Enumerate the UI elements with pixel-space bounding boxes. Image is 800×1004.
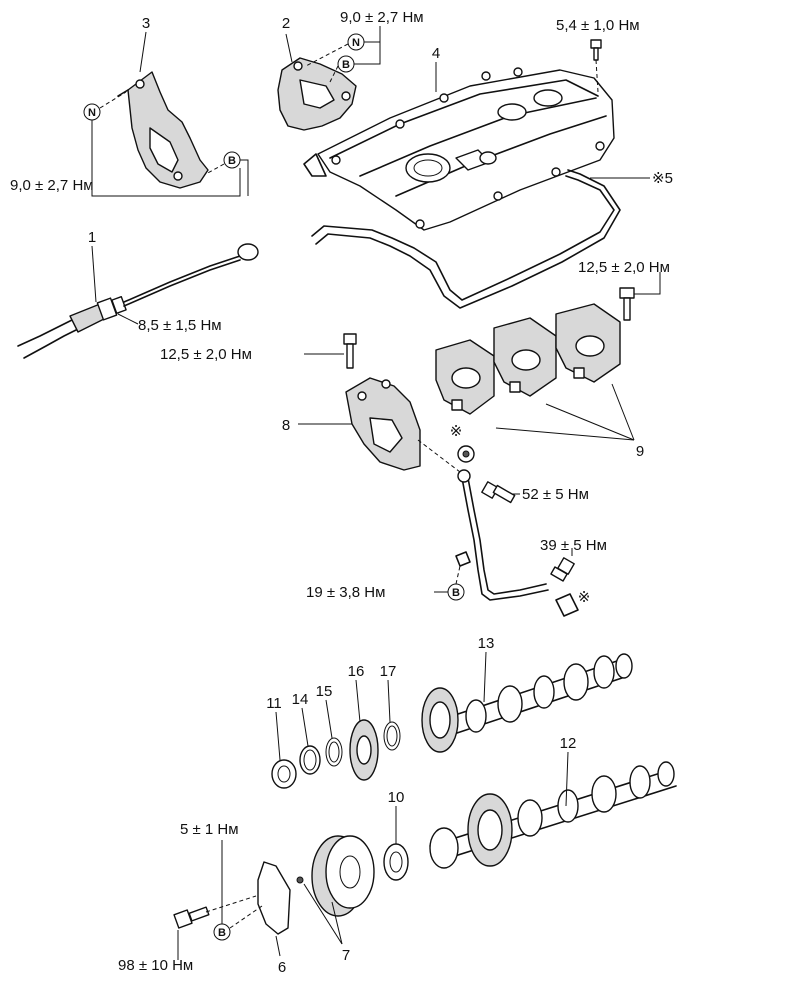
cable-part-1 (17, 243, 259, 359)
label-16: 16 (348, 663, 365, 680)
ring-part-15 (325, 737, 343, 767)
label-6: 6 (278, 959, 286, 976)
seal-part-11 (271, 759, 297, 789)
camshaft-part-13 (421, 653, 633, 753)
torque-pipe-19: 19 ± 3,8 Нм (306, 584, 385, 601)
valve-cover-part-4 (303, 67, 615, 231)
label-8: 8 (282, 417, 290, 434)
torque-cover-bracket: 9,0 ± 2,7 Нм (340, 9, 424, 26)
svg-text:B: B (452, 587, 460, 599)
label-5: ※5 (652, 170, 673, 187)
torque-bracket8-bolt: 12,5 ± 2,0 Нм (160, 346, 252, 363)
star-marker-upper: ※ (450, 423, 463, 440)
label-14: 14 (292, 691, 309, 708)
label-2: 2 (282, 15, 290, 32)
plate-part-6 (257, 861, 291, 935)
svg-text:B: B (342, 59, 350, 71)
label-17: 17 (380, 663, 397, 680)
svg-text:B: B (218, 927, 226, 939)
label-15: 15 (316, 683, 333, 700)
pulley-part-7 (296, 835, 375, 917)
pulley-bolt (173, 906, 210, 929)
bracket-part-3 (117, 71, 209, 189)
torque-union-52: 52 ± 5 Нм (522, 486, 589, 503)
label-1: 1 (88, 229, 96, 246)
leader-3 (139, 31, 147, 73)
label-10: 10 (388, 789, 405, 806)
torque-small-5: 5 ± 1 Нм (180, 821, 239, 838)
n-marker-left-text: N (88, 107, 96, 119)
cap-bolt (619, 287, 635, 321)
cover-bolt (590, 39, 602, 61)
bracket-part-2 (277, 57, 357, 131)
b-marker-left-text: B (228, 155, 236, 167)
label-7: 7 (342, 947, 350, 964)
torque-union-39: 39 ± 5 Нм (540, 537, 607, 554)
torque-pulley-98: 98 ± 10 Нм (118, 957, 193, 974)
union-bolt-52 (481, 481, 516, 504)
seal-washers-lower (555, 593, 579, 617)
ring-part-17 (383, 721, 401, 751)
svg-text:N: N (352, 37, 360, 49)
label-9: 9 (636, 443, 644, 460)
bracket-part-8 (345, 377, 421, 471)
ring-part-14 (299, 745, 321, 775)
label-4: 4 (432, 45, 440, 62)
label-12: 12 (560, 735, 577, 752)
oil-pipe (455, 469, 549, 601)
union-bolt-39 (550, 557, 575, 582)
bearing-caps-part-9 (435, 303, 621, 415)
label-11: 11 (266, 695, 282, 712)
gasket-part-5 (311, 169, 621, 309)
seal-part-10 (383, 843, 409, 881)
torque-cap-bolt: 12,5 ± 2,0 Нм (578, 259, 670, 276)
torque-cable: 8,5 ± 1,5 Нм (138, 317, 222, 334)
torque-cover-bolt: 5,4 ± 1,0 Нм (556, 17, 640, 34)
bracket8-bolt (343, 333, 357, 369)
label-3: 3 (142, 15, 150, 32)
star-marker-lower: ※ (578, 589, 591, 606)
torque-left-bracket: 9,0 ± 2,7 Нм (10, 177, 94, 194)
label-13: 13 (478, 635, 495, 652)
camshaft-part-12 (429, 761, 677, 869)
